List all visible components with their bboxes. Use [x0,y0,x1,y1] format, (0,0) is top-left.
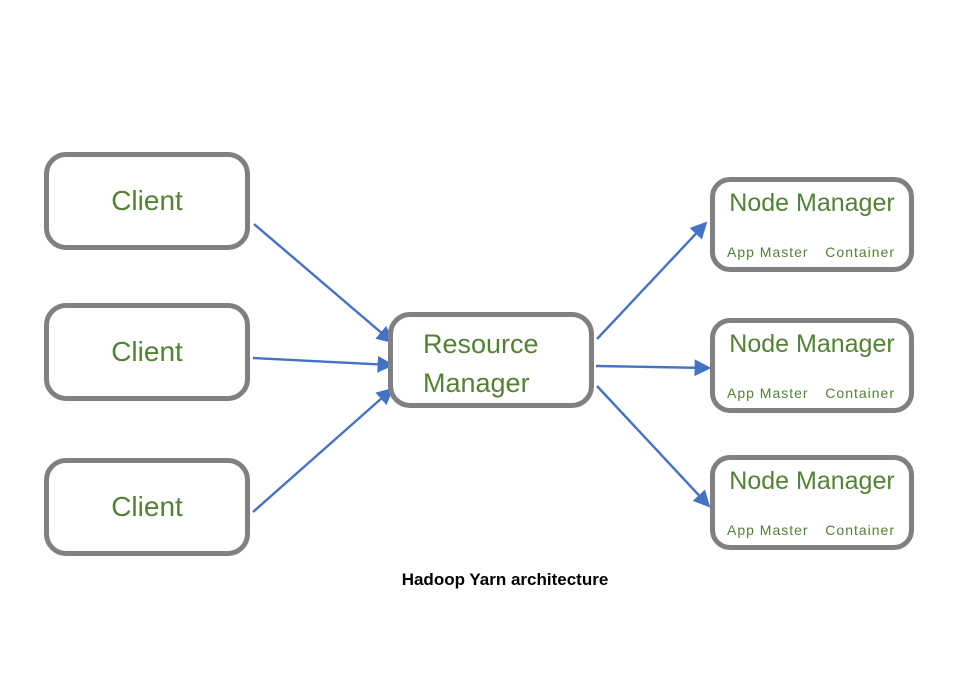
arrow-client-3-to-resource-manager [252,387,394,513]
node-manager-1-app-master-label: App Master [727,244,809,260]
resource-manager-label-line-1: Resource [423,329,539,359]
arrow-client-1-to-resource-manager [253,223,394,344]
arrow-client-2-to-resource-manager [252,355,395,373]
node-manager-2-container-label: Container [825,385,895,401]
client-1-box: Client [44,152,250,250]
resource-manager-box: Resource Manager [388,312,594,408]
arrow-resource-manager-to-node-manager-3 [596,385,711,508]
node-manager-1-box: Node Manager App Master Container [710,177,914,272]
arrow-resource-manager-to-node-manager-2 [595,359,712,377]
client-3-box: Client [44,458,250,556]
node-manager-3-app-master-label: App Master [727,522,809,538]
client-3-label: Client [111,491,183,522]
client-2-label: Client [111,336,183,367]
arrow-resource-manager-to-node-manager-1 [596,221,708,340]
node-manager-2-title: Node Manager [729,330,895,358]
node-manager-3-title: Node Manager [729,467,895,495]
node-manager-1-title: Node Manager [729,189,895,217]
node-manager-1-container-label: Container [825,244,895,260]
diagram-caption: Hadoop Yarn architecture [401,570,609,589]
node-manager-3-box: Node Manager App Master Container [710,455,914,550]
node-manager-3-container-label: Container [825,522,895,538]
node-manager-2-box: Node Manager App Master Container [710,318,914,413]
client-1-label: Client [111,185,183,216]
node-manager-2-app-master-label: App Master [727,385,809,401]
client-2-box: Client [44,303,250,401]
resource-manager-label-line-2: Manager [423,368,530,398]
